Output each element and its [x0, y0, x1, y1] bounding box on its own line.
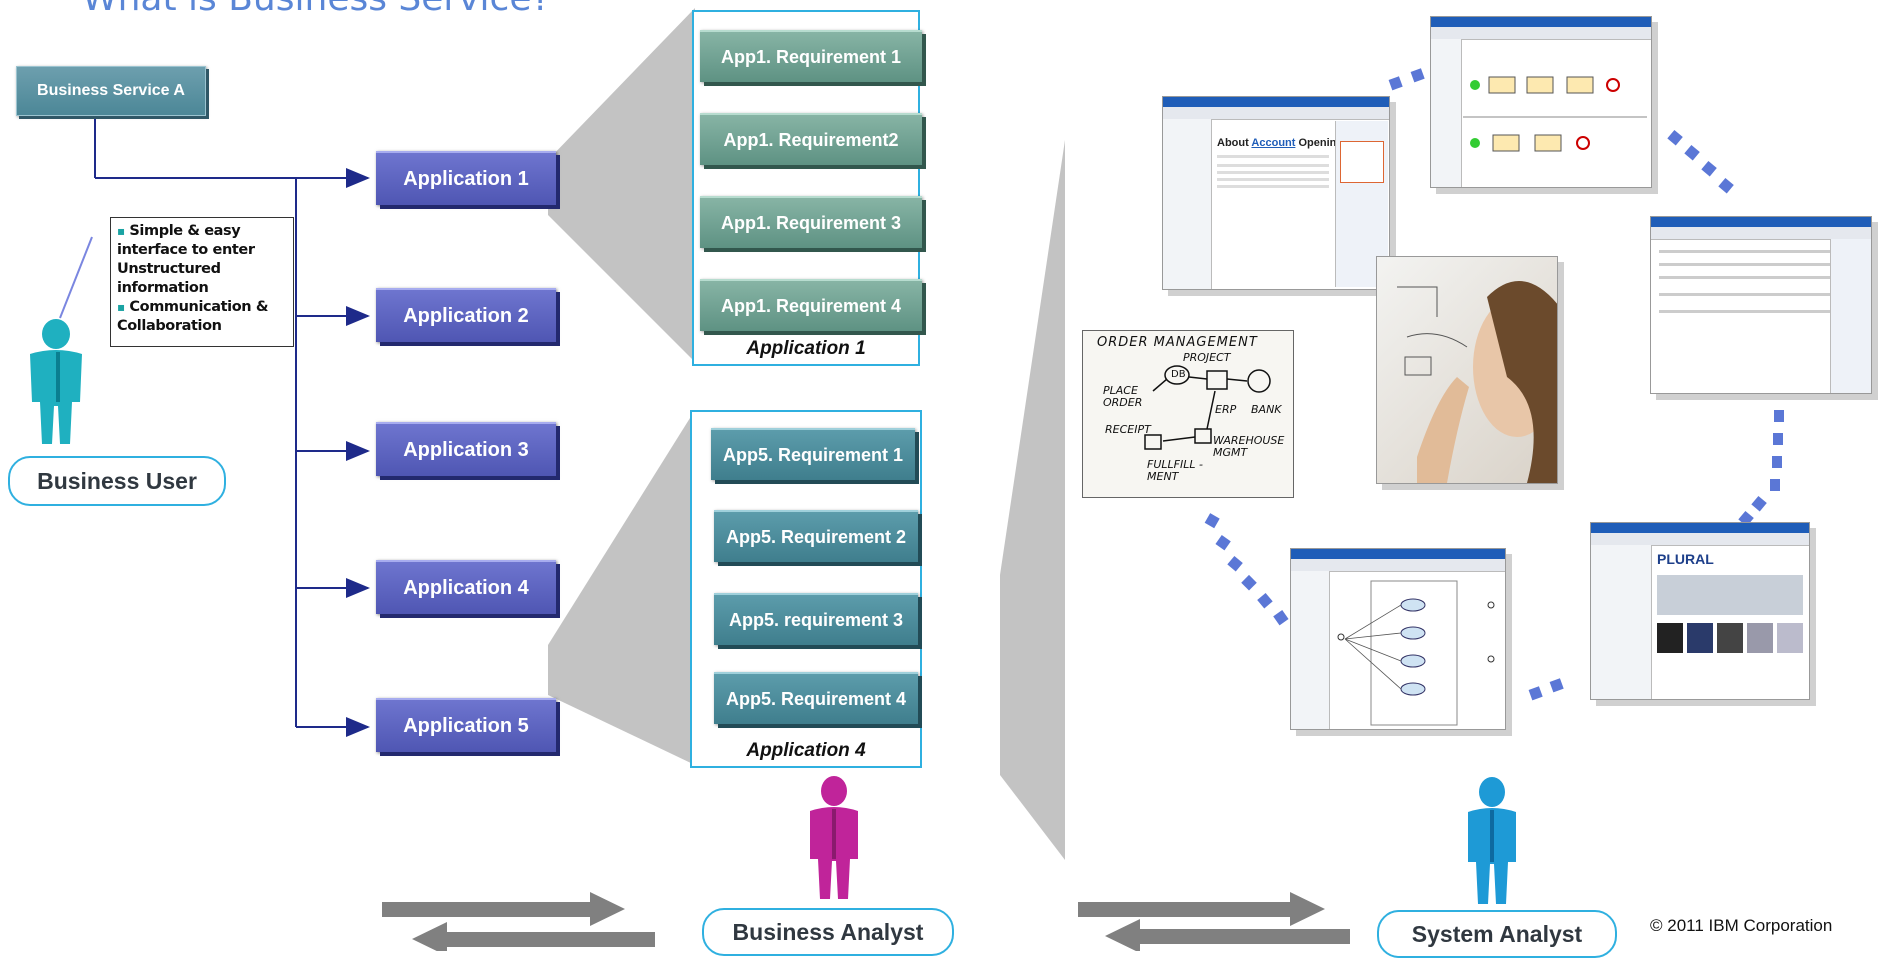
requirement-item[interactable]: App1. Requirement2 [700, 113, 922, 165]
copyright-text: © 2011 IBM Corporation [1650, 916, 1833, 935]
application-3-button[interactable]: Application 3 [376, 422, 556, 476]
business-user-person-icon [30, 319, 82, 444]
requirement-item[interactable]: App5. Requirement 2 [714, 510, 918, 562]
business-analyst-label: Business Analyst [702, 908, 954, 956]
process-model-screenshot [1430, 16, 1652, 188]
double-arrow-icon-right [1078, 892, 1350, 951]
business-user-label: Business User [8, 456, 226, 506]
application-1-button[interactable]: Application 1 [376, 151, 556, 205]
requirement-item[interactable]: App5. requirement 3 [714, 593, 918, 645]
analyst-photo [1376, 256, 1558, 484]
panel-2-label: Application 4 [746, 740, 866, 761]
bullet-icon: ▪ [117, 224, 125, 238]
double-arrow-icon-left [382, 892, 655, 951]
requirement-item[interactable]: App5. Requirement 1 [711, 428, 915, 480]
requirement-item[interactable]: App1. Requirement 1 [700, 30, 922, 82]
note-pointer-line [59, 236, 93, 319]
article-title: About Account Opening [1217, 137, 1344, 149]
projection-funnel-app4 [548, 410, 695, 765]
business-service-box[interactable]: Business Service A [16, 66, 206, 116]
plural-web-screenshot: PLURAL [1590, 522, 1810, 700]
application-2-button[interactable]: Application 2 [376, 288, 556, 342]
system-analyst-person-icon [1468, 777, 1516, 904]
business-analyst-person-icon [810, 776, 858, 899]
requirement-item[interactable]: App1. Requirement 3 [700, 196, 922, 248]
page-title: What is Business Service? [82, 0, 551, 19]
note-item-simple-interface: ▪ Simple & easy interface to enter Unstr… [117, 223, 255, 296]
account-opening-screenshot: About Account Opening [1162, 96, 1390, 290]
application-5-button[interactable]: Application 5 [376, 698, 556, 752]
note-item-communication: ▪ Communication & Collaboration [117, 299, 269, 334]
bullet-icon: ▪ [117, 300, 125, 314]
requirements-form-screenshot [1650, 216, 1872, 394]
order-management-sketch: ORDER MANAGEMENT PROJECT PLACE ORDER REC… [1082, 330, 1294, 498]
notes-box: ▪ Simple & easy interface to enter Unstr… [110, 217, 294, 347]
use-case-diagram-screenshot [1290, 548, 1506, 730]
projection-funnel-right [1000, 140, 1065, 860]
panel-1-label: Application 1 [746, 338, 866, 359]
application-4-button[interactable]: Application 4 [376, 560, 556, 614]
requirement-item[interactable]: App5. Requirement 4 [714, 672, 918, 724]
requirement-item[interactable]: App1. Requirement 4 [700, 279, 922, 331]
projection-funnel-app1 [548, 8, 695, 362]
plural-logo: PLURAL [1657, 551, 1714, 567]
